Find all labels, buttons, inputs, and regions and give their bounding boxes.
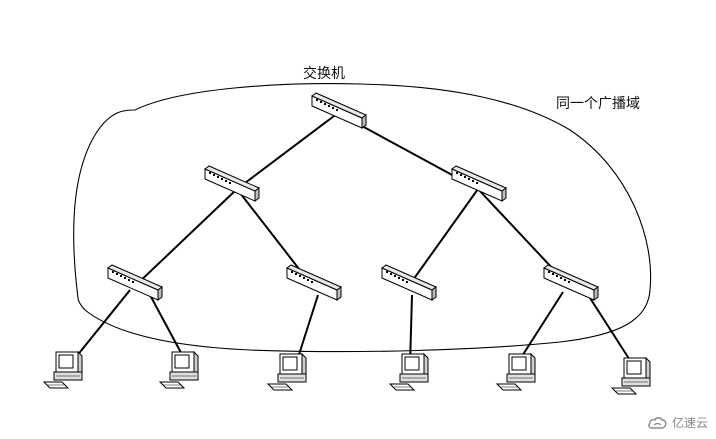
computer-5-icon: [496, 353, 536, 391]
switch-right-icon: [451, 165, 507, 202]
link-pc-5: [516, 291, 564, 365]
broadcast-domain-boundary: [73, 83, 652, 353]
watermark-text: 亿速云: [671, 416, 708, 430]
computer-2-icon: [159, 351, 199, 389]
link-pc-2: [149, 294, 187, 363]
link-left-a: [133, 188, 238, 288]
link-pc-3: [295, 294, 319, 365]
computer-6-icon: [611, 357, 651, 395]
link-pc-1: [71, 289, 131, 363]
switch-access-2-icon: [286, 264, 342, 301]
link-pc-4: [409, 294, 413, 366]
switch-links: [133, 112, 571, 288]
switch-label: 交换机: [303, 66, 345, 82]
computer-4-icon: [389, 353, 429, 391]
computer-3-icon: [267, 353, 307, 391]
broadcast-domain-label: 同一个广播域: [556, 96, 640, 112]
computer-1-icon: [43, 351, 83, 389]
switch-access-1-icon: [107, 264, 163, 301]
cloud-logo-icon: [648, 416, 667, 429]
switch-access-4-icon: [543, 264, 599, 301]
switch-core-icon: [311, 92, 367, 129]
link-right-a: [407, 188, 479, 288]
switch-access-3-icon: [381, 264, 437, 301]
watermark: 亿速云: [647, 414, 708, 431]
switch-left-icon: [204, 165, 260, 202]
link-pc-6: [589, 297, 636, 369]
link-core-left: [236, 112, 339, 190]
pc-links: [71, 289, 636, 369]
